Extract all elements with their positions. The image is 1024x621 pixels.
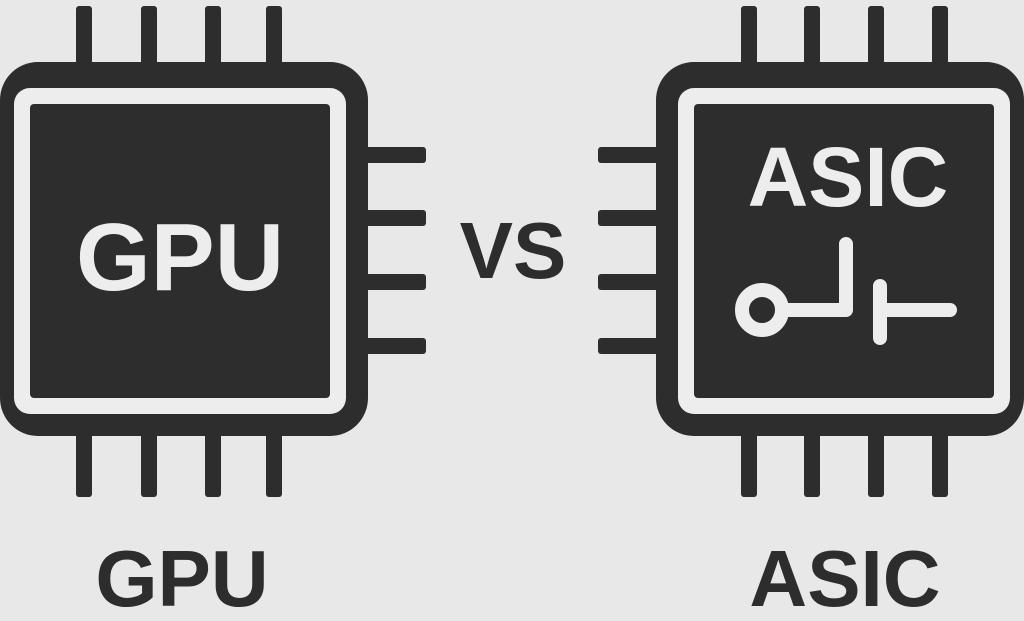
gpu-chip-die xyxy=(30,104,330,398)
asic-left-pins xyxy=(598,147,670,354)
versus-text: VS xyxy=(460,206,567,295)
asic-top-pins xyxy=(741,6,948,74)
gpu-right-pins xyxy=(360,147,426,354)
asic-chip-label: ASIC xyxy=(748,130,949,224)
asic-chip-icon: ASIC xyxy=(598,6,1024,497)
gpu-chip-label: GPU xyxy=(76,204,284,311)
gpu-top-pins xyxy=(76,6,282,74)
circuit-trace-icon xyxy=(735,237,957,345)
asic-caption: ASIC xyxy=(749,534,940,621)
asic-bottom-pins xyxy=(741,425,948,497)
gpu-bottom-pins xyxy=(76,425,282,497)
gpu-chip-icon: GPU xyxy=(0,6,426,497)
gpu-caption: GPU xyxy=(95,534,268,621)
